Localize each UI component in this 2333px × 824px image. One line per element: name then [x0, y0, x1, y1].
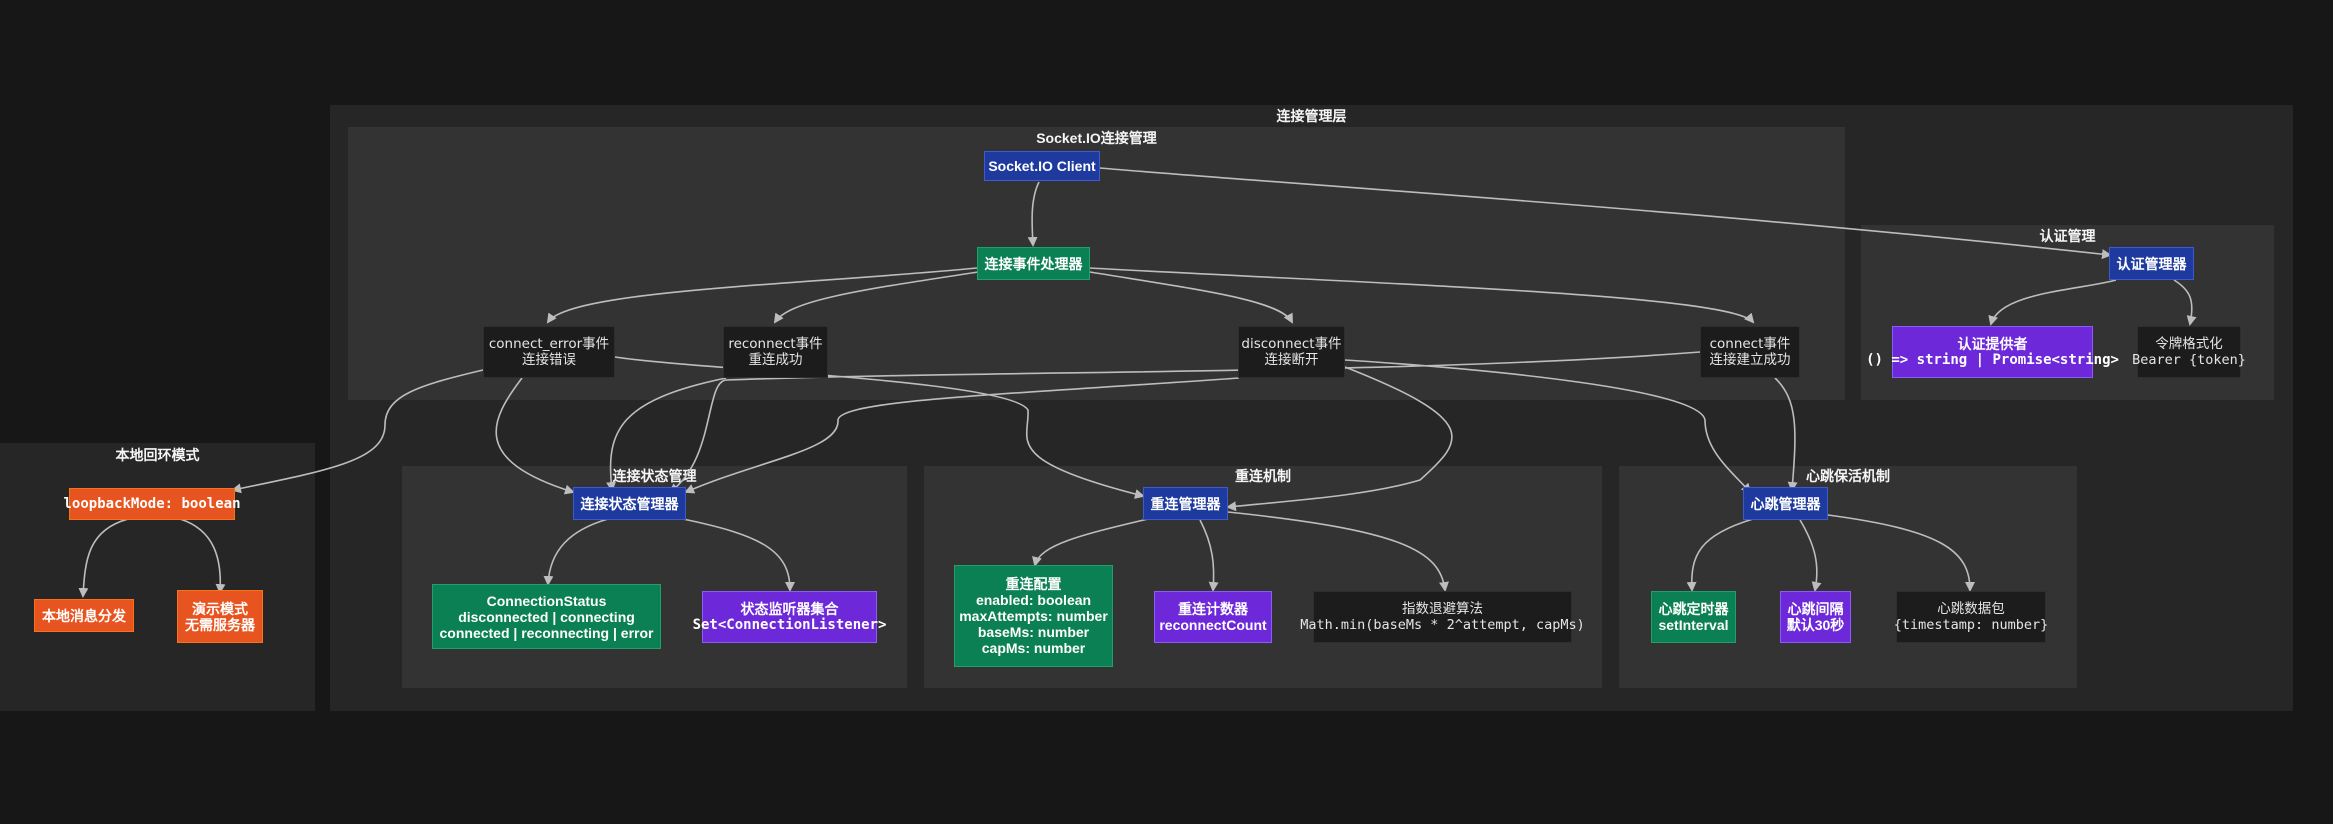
heartbeat-manager-node[interactable]: 心跳管理器 [1743, 487, 1828, 520]
connect-error-event-node[interactable]: connect_error事件 连接错误 [483, 326, 615, 378]
heartbeat-interval-node[interactable]: 心跳间隔 默认30秒 [1780, 591, 1851, 643]
socket-io-client-node[interactable]: Socket.IO Client [984, 151, 1100, 181]
local-dispatch-label: 本地消息分发 [42, 607, 126, 624]
backoff-algorithm-formula: Math.min(baseMs * 2^attempt, capMs) [1300, 617, 1585, 633]
heartbeat-packet-node[interactable]: 心跳数据包 {timestamp: number} [1893, 591, 2049, 643]
demo-mode-label: 演示模式 [192, 600, 248, 617]
local-dispatch-node[interactable]: 本地消息分发 [34, 599, 134, 632]
demo-mode-node[interactable]: 演示模式 无需服务器 [177, 590, 263, 643]
reconnect-manager-label: 重连管理器 [1150, 495, 1221, 512]
state-manager-label: 连接状态管理器 [580, 495, 679, 512]
token-format-node[interactable]: 令牌格式化 Bearer {token} [2132, 326, 2246, 378]
reconnect-manager-node[interactable]: 重连管理器 [1143, 487, 1228, 520]
state-listeners-label: 状态监听器集合 [740, 601, 839, 617]
reconnect-config-max-attempts: maxAttempts: number [959, 608, 1108, 624]
reconnect-config-base-ms: baseMs: number [977, 624, 1090, 640]
connection-status-label: ConnectionStatus [486, 592, 607, 609]
token-format-label: 令牌格式化 [2155, 336, 2223, 352]
cluster-title-reconnect: 重连机制 [1235, 468, 1291, 484]
connect-event-desc: 连接建立成功 [1709, 352, 1791, 368]
connection-status-values-1: disconnected | connecting [458, 608, 635, 625]
auth-manager-label: 认证管理器 [2116, 255, 2187, 272]
backoff-algorithm-node[interactable]: 指数退避算法 Math.min(baseMs * 2^attempt, capM… [1300, 591, 1585, 643]
socket-io-client-label: Socket.IO Client [988, 158, 1096, 174]
demo-mode-desc: 无需服务器 [185, 616, 255, 633]
cluster-loopback: 本地回环模式 [0, 443, 315, 711]
reconnect-event-label: reconnect事件 [728, 336, 823, 352]
reconnect-counter-var: reconnectCount [1159, 617, 1267, 633]
reconnect-config-enabled: enabled: boolean [975, 592, 1092, 608]
reconnect-config-node[interactable]: 重连配置 enabled: boolean maxAttempts: numbe… [954, 565, 1113, 667]
cluster-title-loopback: 本地回环模式 [115, 447, 200, 463]
event-handler-node[interactable]: 连接事件处理器 [977, 247, 1090, 280]
disconnect-event-label: disconnect事件 [1241, 336, 1342, 352]
cluster-title-connection-layer: 连接管理层 [1276, 108, 1347, 124]
cluster-title-state: 连接状态管理 [612, 468, 697, 484]
event-handler-label: 连接事件处理器 [984, 255, 1083, 272]
backoff-algorithm-label: 指数退避算法 [1402, 601, 1483, 617]
reconnect-counter-label: 重连计数器 [1178, 601, 1248, 617]
reconnect-config-cap-ms: capMs: number [981, 640, 1086, 656]
connect-event-node[interactable]: connect事件 连接建立成功 [1700, 326, 1800, 378]
connection-status-node[interactable]: ConnectionStatus disconnected | connecti… [432, 584, 661, 649]
heartbeat-timer-node[interactable]: 心跳定时器 setInterval [1651, 591, 1736, 643]
heartbeat-manager-label: 心跳管理器 [1750, 495, 1821, 512]
state-manager-node[interactable]: 连接状态管理器 [573, 487, 686, 520]
reconnect-event-node[interactable]: reconnect事件 重连成功 [723, 326, 828, 378]
heartbeat-interval-label: 心跳间隔 [1787, 601, 1844, 617]
cluster-heartbeat: 心跳保活机制 [1619, 466, 2077, 688]
token-format-value: Bearer {token} [2132, 352, 2246, 368]
connect-error-event-desc: 连接错误 [522, 352, 576, 368]
disconnect-event-desc: 连接断开 [1264, 352, 1319, 368]
loopback-mode-label: loopbackMode: boolean [63, 496, 241, 512]
auth-manager-node[interactable]: 认证管理器 [2109, 247, 2194, 280]
loopback-mode-node[interactable]: loopbackMode: boolean [64, 488, 241, 520]
reconnect-event-desc: 重连成功 [748, 352, 803, 368]
state-listeners-type: Set<ConnectionListener> [692, 617, 887, 633]
cluster-title-heartbeat: 心跳保活机制 [1806, 468, 1890, 484]
connection-status-values-2: connected | reconnecting | error [439, 624, 654, 641]
cluster-title-socket-io: Socket.IO连接管理 [1036, 130, 1157, 146]
heartbeat-packet-type: {timestamp: number} [1893, 617, 2049, 633]
connect-event-label: connect事件 [1709, 336, 1791, 352]
heartbeat-timer-label: 心跳定时器 [1658, 601, 1729, 617]
reconnect-config-label: 重连配置 [1005, 576, 1062, 592]
cluster-title-auth: 认证管理 [2039, 228, 2096, 244]
heartbeat-packet-label: 心跳数据包 [1937, 601, 2005, 617]
connect-error-event-label: connect_error事件 [488, 336, 610, 352]
auth-provider-signature: () => string | Promise<string> [1866, 352, 2119, 368]
reconnect-counter-node[interactable]: 重连计数器 reconnectCount [1154, 591, 1272, 643]
auth-provider-node[interactable]: 认证提供者 () => string | Promise<string> [1866, 326, 2119, 378]
heartbeat-timer-var: setInterval [1658, 617, 1729, 633]
auth-provider-label: 认证提供者 [1957, 336, 2028, 352]
state-listeners-node[interactable]: 状态监听器集合 Set<ConnectionListener> [693, 591, 886, 643]
disconnect-event-node[interactable]: disconnect事件 连接断开 [1238, 326, 1345, 378]
heartbeat-interval-value: 默认30秒 [1786, 617, 1845, 633]
